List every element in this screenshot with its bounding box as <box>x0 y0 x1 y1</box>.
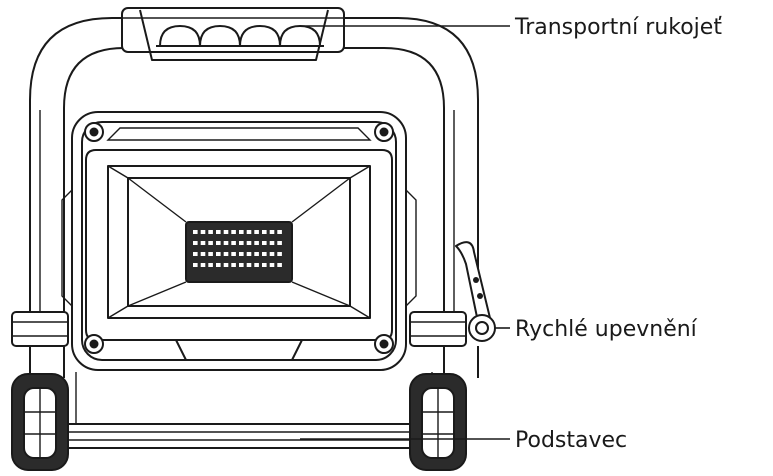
led-chip <box>246 252 252 256</box>
led-chip <box>216 263 221 267</box>
led-chip <box>231 241 236 245</box>
screw-bottom-right <box>374 334 394 354</box>
led-chip <box>269 241 275 245</box>
led-chip <box>246 230 252 234</box>
led-chip <box>262 263 267 267</box>
wheel-right <box>409 373 467 471</box>
led-chip <box>246 263 252 267</box>
led-chip <box>277 230 282 234</box>
led-chip <box>269 252 275 256</box>
led-chip <box>262 241 267 245</box>
led-chip <box>231 252 236 256</box>
led-chip <box>200 252 206 256</box>
led-chip <box>239 241 244 245</box>
led-chip <box>208 252 213 256</box>
led-chip <box>254 230 259 234</box>
led-chip <box>239 252 244 256</box>
led-chip <box>223 252 229 256</box>
led-chip <box>231 263 236 267</box>
led-chip <box>277 263 282 267</box>
led-chip <box>254 263 259 267</box>
screw-top-left <box>84 122 104 142</box>
led-chip <box>262 230 267 234</box>
led-chip <box>277 252 282 256</box>
led-chip <box>193 252 198 256</box>
led-chip <box>254 241 259 245</box>
led-chip <box>269 263 275 267</box>
led-chip <box>193 230 198 234</box>
led-chip <box>246 241 252 245</box>
led-chip <box>239 230 244 234</box>
led-chip <box>223 263 229 267</box>
led-chip <box>269 230 275 234</box>
pivot-brackets <box>11 311 467 347</box>
led-chip <box>216 252 221 256</box>
led-chip <box>216 241 221 245</box>
led-chip <box>239 263 244 267</box>
led-chip <box>208 230 213 234</box>
handle-label: Transportní rukojeť <box>514 15 722 40</box>
led-chip <box>193 263 198 267</box>
led-chip <box>223 241 229 245</box>
led-chip <box>223 230 229 234</box>
screw-top-right <box>374 122 394 142</box>
led-chip <box>208 263 213 267</box>
led-chip <box>216 230 221 234</box>
wheel-left <box>11 373 69 471</box>
quick-fastener-label: Rychlé upevnění <box>515 317 698 342</box>
screw-bottom-left <box>84 334 104 354</box>
led-chip <box>200 241 206 245</box>
led-chip <box>254 252 259 256</box>
led-chip <box>200 230 206 234</box>
corner-screws <box>84 122 394 354</box>
led-chip <box>208 241 213 245</box>
led-chip <box>231 230 236 234</box>
led-chip <box>193 241 198 245</box>
led-panel <box>185 221 293 283</box>
led-chip <box>200 263 206 267</box>
led-grid <box>193 230 282 267</box>
led-chip <box>262 252 267 256</box>
led-chip <box>277 241 282 245</box>
carrying-handle <box>121 7 345 61</box>
stand-label: Podstavec <box>515 428 627 453</box>
